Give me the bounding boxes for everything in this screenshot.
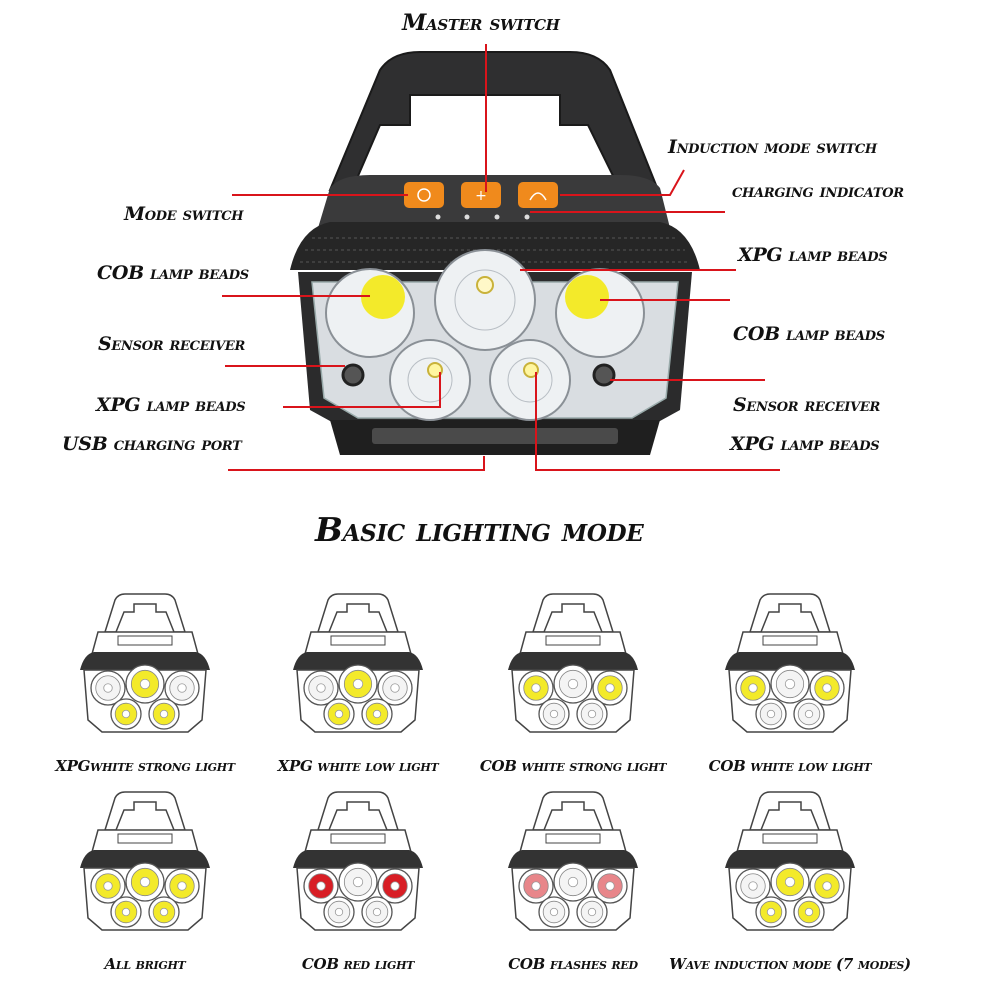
charging-dot	[435, 214, 441, 220]
headlamp-diagram: +	[222, 44, 780, 471]
xpg-top-led	[476, 276, 494, 294]
xpg-left-led	[427, 362, 443, 378]
mode-caption: COB flashes red	[508, 955, 638, 973]
sensor-left	[341, 363, 365, 387]
label-mode-switch: Mode switch	[124, 203, 244, 225]
mode-caption: XPGwhite strong light	[55, 757, 235, 775]
textured-band	[290, 222, 700, 270]
xpg-left-cup	[389, 339, 471, 421]
label-induction-mode-switch: Induction mode switch	[668, 136, 877, 158]
mode-thumbnail	[293, 593, 423, 733]
mode-thumbnail	[293, 791, 423, 931]
xpg-right-cup	[489, 339, 571, 421]
mode-thumbnail	[725, 593, 855, 733]
mode-caption: COB red light	[301, 955, 415, 973]
mode-thumbnail	[725, 791, 855, 931]
label-cob-lamp-beads-left: COB lamp beads	[97, 262, 249, 284]
mode-thumbnail	[508, 593, 638, 733]
mode-thumbnail	[80, 791, 210, 931]
master-switch-button[interactable]	[461, 182, 501, 208]
mode-thumbnail	[80, 593, 210, 733]
mode-thumbnail	[508, 791, 638, 931]
induction-switch-button[interactable]	[518, 182, 558, 208]
svg-text:+: +	[475, 188, 487, 204]
label-xpg-lamp-beads-bottom-right: XPG lamp beads	[730, 433, 880, 455]
mode-caption: COB white low light	[708, 757, 872, 775]
cob-right-glow	[565, 275, 609, 319]
label-usb-charging-port: USB charging port	[62, 433, 242, 455]
label-xpg-lamp-beads-top-right: XPG lamp beads	[738, 244, 888, 266]
strap-bracket	[328, 51, 660, 191]
mode-caption: XPG white low light	[277, 757, 439, 775]
mode-switch-button[interactable]	[404, 182, 444, 208]
section-title: Basic lighting mode	[315, 510, 644, 549]
mode-caption: Wave induction mode (7 modes)	[669, 955, 911, 973]
label-sensor-receiver-left: Sensor receiver	[98, 333, 245, 355]
mode-caption: All bright	[104, 955, 186, 973]
label-sensor-receiver-right: Sensor receiver	[733, 394, 880, 416]
cob-left-glow	[361, 275, 405, 319]
label-charging-indicator: charging indicator	[732, 180, 904, 202]
label-xpg-lamp-beads-left: XPG lamp beads	[96, 394, 246, 416]
xpg-top-cup	[434, 249, 536, 351]
leader-lines	[222, 44, 780, 471]
mode-caption: COB white strong light	[479, 757, 667, 775]
label-master-switch: Master switch	[402, 10, 560, 36]
sensor-right	[592, 363, 616, 387]
xpg-right-led	[523, 362, 539, 378]
label-cob-lamp-beads-right: COB lamp beads	[733, 323, 885, 345]
